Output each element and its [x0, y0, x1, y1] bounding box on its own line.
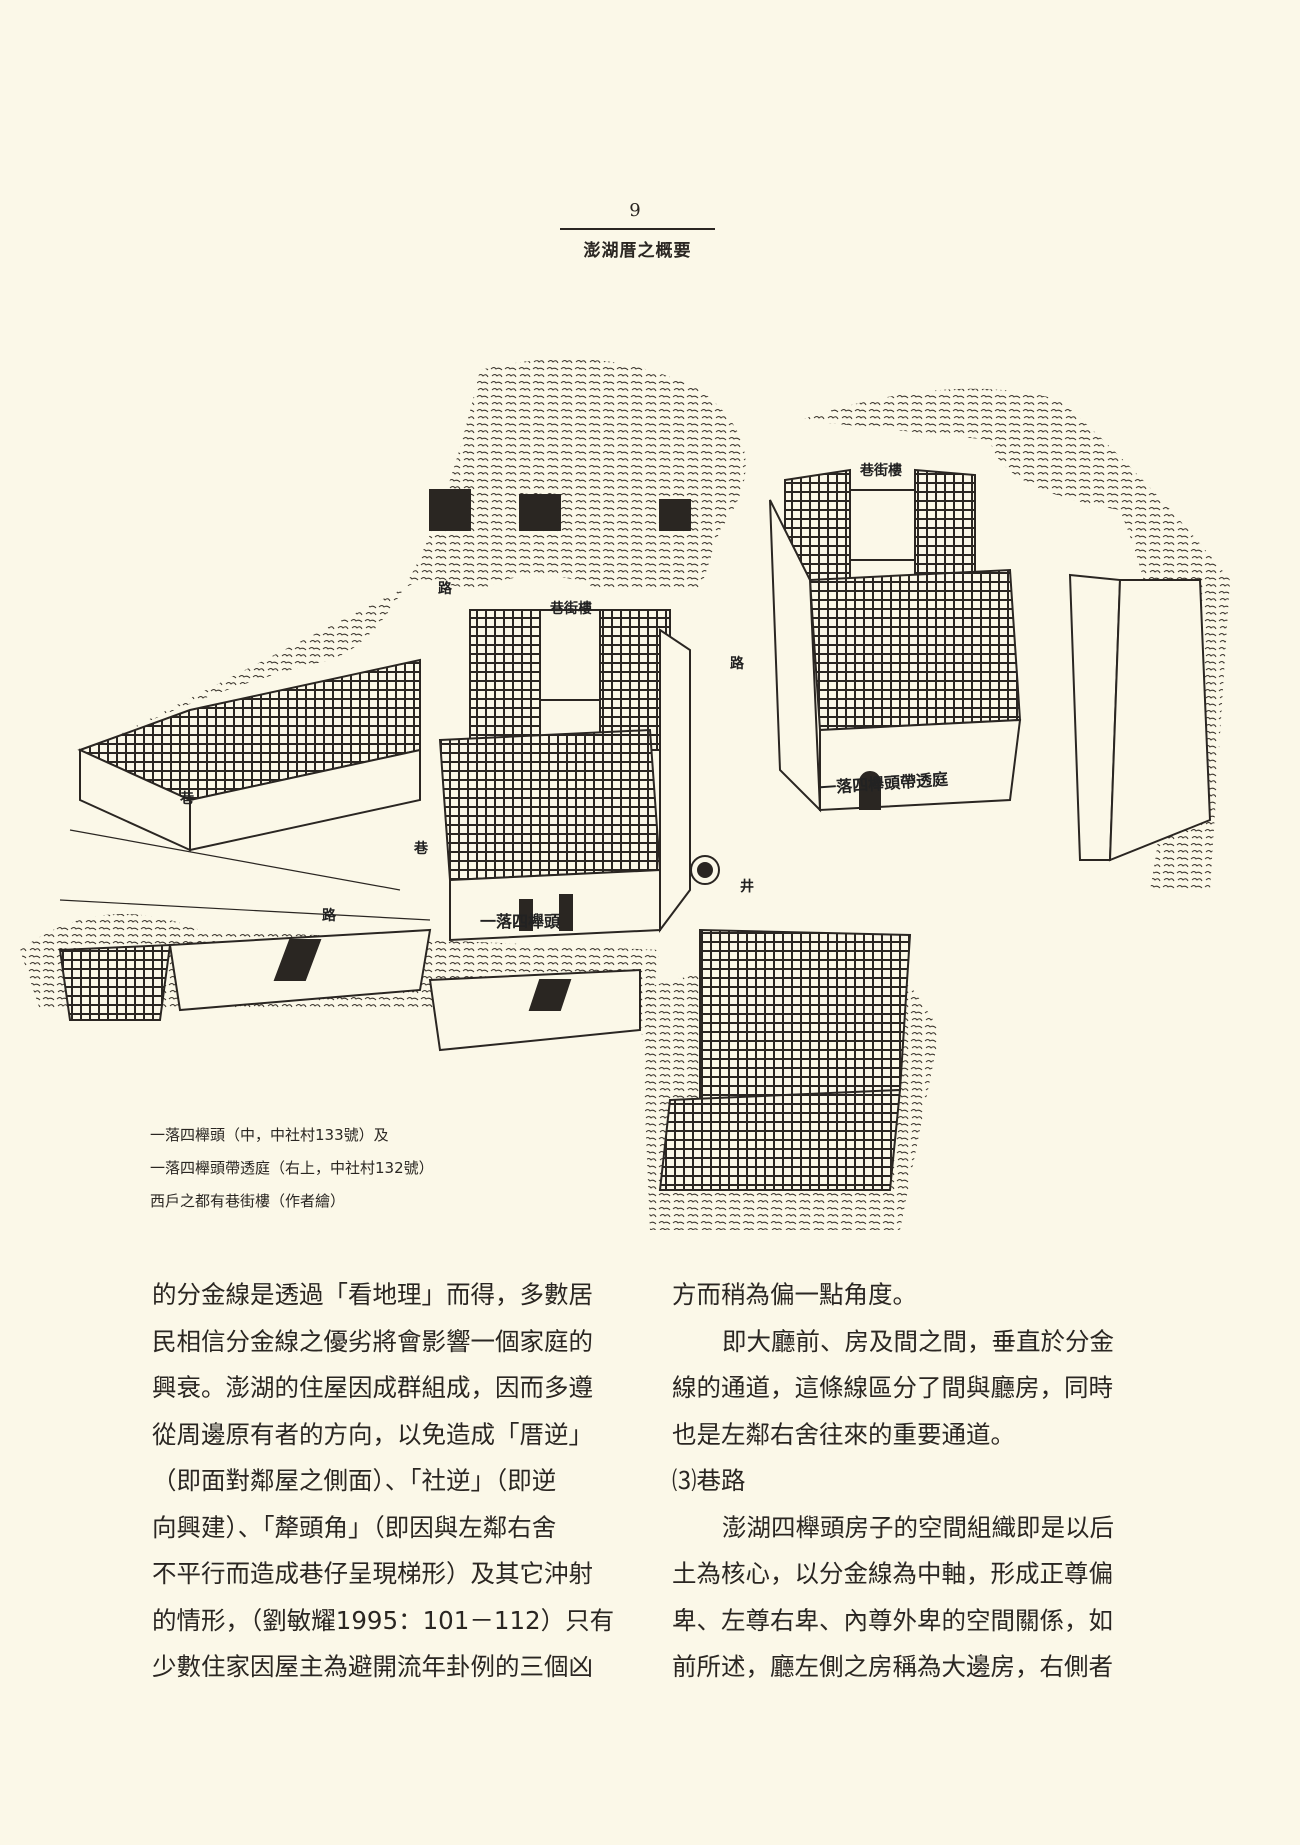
- label-alley-tower-right: 巷街樓: [860, 463, 902, 479]
- text-line: 民相信分金線之優劣將會影響一個家庭的: [152, 1326, 593, 1356]
- right-column: 方而稍為偏一點角度。 即大廳前、房及間之間，垂直於分金 線的通道，這條線區分了間…: [672, 1272, 1122, 1691]
- text-line: 的分金線是透過「看地理」而得，多數居: [152, 1280, 593, 1309]
- text-line: 少數住家因屋主為避開流年卦例的三個凶: [152, 1652, 593, 1681]
- label-well: 井: [740, 879, 754, 895]
- figure-caption-line: 一落四櫸頭（中，中社村133號）及: [150, 1126, 389, 1144]
- page-number: 9: [629, 200, 641, 221]
- label-alley: 巷: [180, 791, 194, 807]
- text-line: 也是左鄰右舍往來的重要通道。: [672, 1419, 1015, 1449]
- text-line: 不平行而造成巷仔呈現梯形）及其它沖射: [152, 1559, 593, 1588]
- label-house-center: 一落四櫸頭: [480, 912, 561, 931]
- text-line: 澎湖四櫸頭房子的空間組織即是以后: [722, 1512, 1114, 1542]
- text-line: 從周邊原有者的方向，以免造成「厝逆」: [152, 1419, 593, 1449]
- label-alley: 巷: [414, 841, 428, 857]
- left-column: 的分金線是透過「看地理」而得，多數居 民相信分金線之優劣將會影響一個家庭的 興衰…: [152, 1272, 615, 1691]
- text-line: 的情形，（劉敏耀1995：101－112）只有: [152, 1605, 615, 1635]
- text-line: 線的通道，這條線區分了間與廳房，同時: [672, 1373, 1113, 1402]
- village-illustration: 巷街樓 巷街樓 路 路 路 巷 巷 井 一落四櫸頭 一落四櫸頭帶透庭: [0, 330, 1300, 1250]
- running-title: 澎湖厝之概要: [583, 241, 692, 261]
- label-road: 路: [438, 581, 452, 597]
- figure-caption-line: 西戶之都有巷街樓（作者繪）: [150, 1192, 346, 1210]
- label-alley-tower-center: 巷街樓: [550, 601, 592, 617]
- text-line: 即大廳前、房及間之間，垂直於分金: [722, 1326, 1114, 1356]
- text-line: 前所述，廳左側之房稱為大邊房，右側者: [672, 1652, 1113, 1681]
- text-line: 向興建）、「犛頭角」（即因與左鄰右舍: [152, 1512, 557, 1542]
- section-heading: ⑶巷路: [672, 1466, 746, 1495]
- foliage: [70, 358, 746, 760]
- header-rule: [560, 228, 715, 230]
- text-line: 土為核心，以分金線為中軸，形成正尊偏: [672, 1559, 1113, 1588]
- text-line: 卑、左尊右卑、內尊外卑的空間關係，如: [672, 1605, 1113, 1635]
- label-road: 路: [730, 656, 744, 672]
- text-line: （即面對鄰屋之側面）、「社逆」（即逆: [152, 1466, 557, 1495]
- figure-caption-line: 一落四櫸頭帶透庭（右上，中社村132號）: [150, 1159, 434, 1177]
- text-line: 興衰。澎湖的住屋因成群組成，因而多遵: [152, 1373, 593, 1402]
- foliage: [800, 388, 1230, 890]
- text-line: 方而稍為偏一點角度。: [672, 1280, 917, 1309]
- label-road: 路: [322, 908, 336, 924]
- illustration-drawing: [20, 358, 1230, 1230]
